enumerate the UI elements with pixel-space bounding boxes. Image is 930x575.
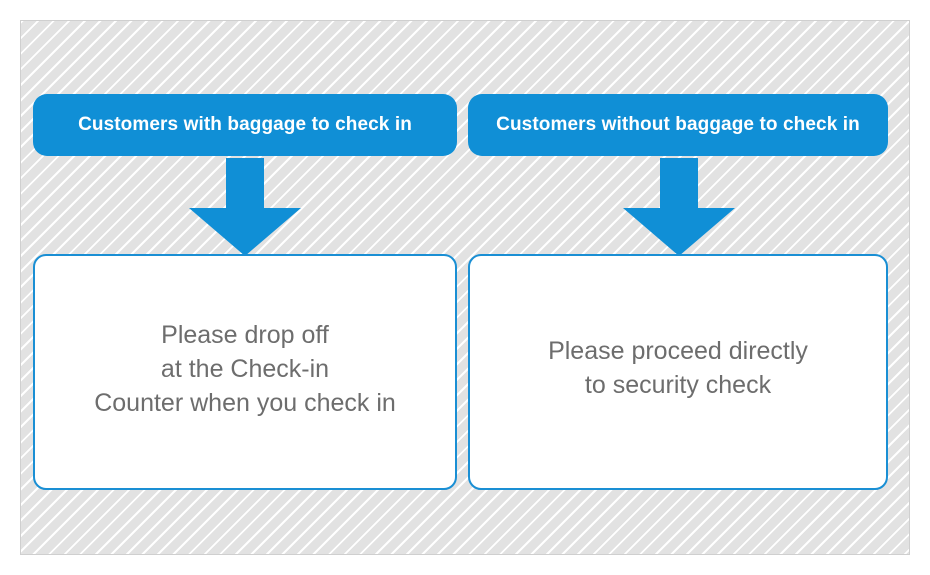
branch-instruction-card-with-baggage[interactable]: Please drop off at the Check-in Counter … xyxy=(33,254,457,490)
branch-header-with-baggage[interactable]: Customers with baggage to check in xyxy=(33,94,457,156)
branch-instruction-text: Please drop off at the Check-in Counter … xyxy=(94,321,396,417)
branch-instruction-card-without-baggage[interactable]: Please proceed directly to security chec… xyxy=(468,254,888,490)
branch-header-label: Customers with baggage to check in xyxy=(78,113,412,135)
branch-header-label: Customers without baggage to check in xyxy=(496,113,860,135)
branch-instruction-text: Please proceed directly to security chec… xyxy=(548,337,808,399)
arrow-down-icon xyxy=(189,158,301,256)
branch-header-without-baggage[interactable]: Customers without baggage to check in xyxy=(468,94,888,156)
arrow-down-icon xyxy=(623,158,735,256)
